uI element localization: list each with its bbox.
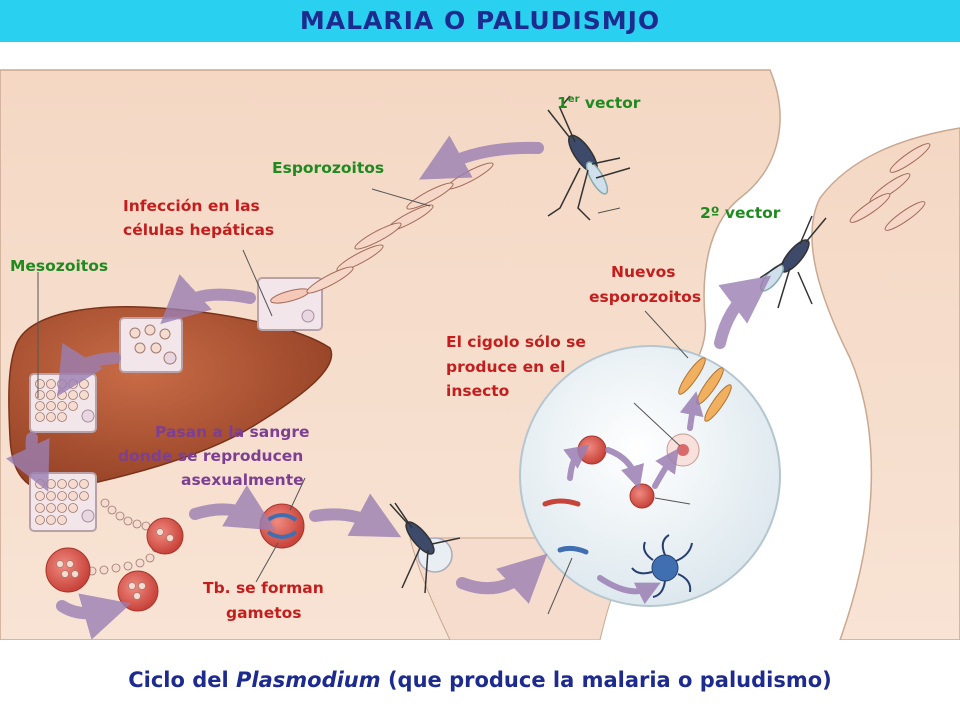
label-gametos-l2: gametos bbox=[226, 604, 302, 622]
figure-caption: Ciclo del Plasmodium (que produce la mal… bbox=[128, 668, 832, 692]
arrow-to-vector2 bbox=[714, 275, 772, 349]
label-nuevos-l1: Nuevos bbox=[611, 263, 676, 281]
arrow-to-gametocyte bbox=[189, 485, 276, 531]
label-sangre-l2: donde se reproducen bbox=[118, 447, 304, 465]
label-infeccion-l2: células hepáticas bbox=[123, 221, 275, 239]
diagram-illustration bbox=[0, 69, 960, 641]
label-esporozoitos: Esporozoitos bbox=[272, 159, 385, 177]
malaria-cycle-diagram: 1er vector Esporozoitos Infección en las… bbox=[0, 58, 960, 641]
page-title: MALARIA O PALUDISMJO bbox=[299, 6, 661, 35]
label-cigolo-l3: insecto bbox=[446, 382, 510, 400]
arrow-to-liver-cell bbox=[160, 274, 256, 325]
label-infeccion-l1: Infección en las bbox=[123, 197, 260, 215]
arrow-blood-cycle bbox=[56, 593, 132, 640]
magnified-insect-view bbox=[519, 345, 781, 607]
label-cigolo-l2: produce en el bbox=[446, 358, 566, 376]
arrow-to-body bbox=[418, 135, 544, 180]
label-sangre-l1: Pasan a la sangre bbox=[155, 423, 310, 441]
label-vector-2: 2º vector bbox=[700, 204, 781, 222]
arrow-to-merozoites bbox=[57, 342, 121, 397]
label-gametos-l1: Tb. se forman bbox=[203, 579, 324, 597]
label-cigolo-l1: El cigolo sólo se bbox=[446, 333, 586, 351]
arrow-to-magnified bbox=[456, 553, 548, 604]
arrow-to-mosquito bbox=[309, 493, 402, 538]
label-vector-1: 1er vector bbox=[557, 94, 641, 113]
label-sangre-l3: asexualmente bbox=[181, 471, 304, 489]
label-mesozoitos: Mesozoitos bbox=[10, 257, 109, 275]
mosquito-1 bbox=[547, 95, 631, 221]
arrow-liver-down bbox=[6, 432, 50, 492]
human-body-2 bbox=[811, 127, 960, 641]
header-bar: MALARIA O PALUDISMJO bbox=[0, 0, 960, 42]
label-nuevos-l2: esporozoitos bbox=[589, 288, 702, 306]
